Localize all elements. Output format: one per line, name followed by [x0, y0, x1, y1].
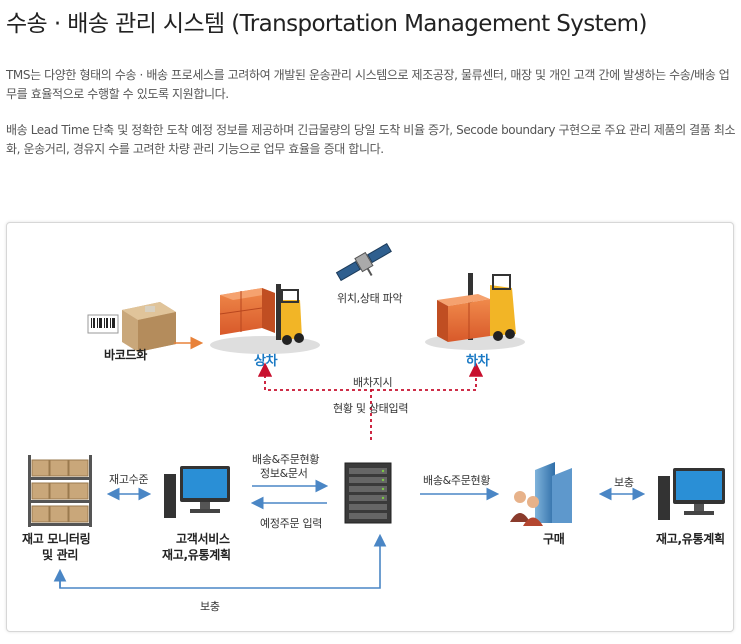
- customer-label-line1: 고객서비스: [176, 532, 230, 546]
- dispatch-label: 배차지시: [353, 376, 393, 389]
- tms-server-icon: [344, 462, 392, 524]
- info-document-label: 정보&문서: [260, 467, 308, 480]
- intro-paragraph: TMS는 다양한 형태의 수송 · 배송 프로세스를 고려하여 개발된 운송관리…: [6, 68, 730, 101]
- delivery-status-label: 배송&주문현황: [252, 453, 320, 466]
- page-title: 수송 · 배송 관리 시스템 (Transportation Managemen…: [6, 11, 647, 37]
- unloading-forklift-icon: [425, 273, 525, 350]
- replenish-bottom-label: 보충: [200, 600, 220, 613]
- loading-forklift-icon: [210, 284, 320, 354]
- gps-satellite-icon: [335, 242, 392, 282]
- status-input-label: 현황 및 상태입력: [333, 402, 409, 415]
- dispatch-left-arrow: [257, 362, 372, 440]
- barcode-box-icon: [87, 302, 176, 352]
- right-pc-label: 재고,유통계획: [656, 532, 725, 546]
- scheduled-order-label: 예정주문 입력: [260, 517, 323, 530]
- stock-level-label: 재고수준: [109, 473, 149, 486]
- delivery-status-right-label: 배송&주문현황: [423, 474, 491, 487]
- purchase-building-icon: [510, 462, 572, 526]
- inventory-label-line1: 재고 모니터링: [22, 532, 91, 546]
- replenish-right-label: 보충: [614, 476, 634, 489]
- tms-diagram-panel: [6, 222, 734, 632]
- loading-label: 상차: [254, 354, 278, 369]
- planning-pc-icon: [658, 468, 725, 520]
- feature-paragraph: 배송 Lead Time 단축 및 정확한 도착 예정 정보를 제공하며 긴급물…: [6, 123, 736, 156]
- customer-label-line2: 재고,유통계획: [162, 548, 231, 562]
- purchase-label: 구매: [543, 532, 565, 546]
- inventory-shelf-icon: [28, 455, 92, 527]
- dispatch-right-arrow: [371, 362, 484, 391]
- barcode-label: 바코드화: [104, 348, 147, 362]
- customer-service-pc-icon: [164, 466, 230, 518]
- unloading-label: 하차: [466, 354, 490, 369]
- gps-label: 위치,상태 파악: [337, 292, 403, 305]
- inventory-label-line2: 및 관리: [42, 548, 79, 562]
